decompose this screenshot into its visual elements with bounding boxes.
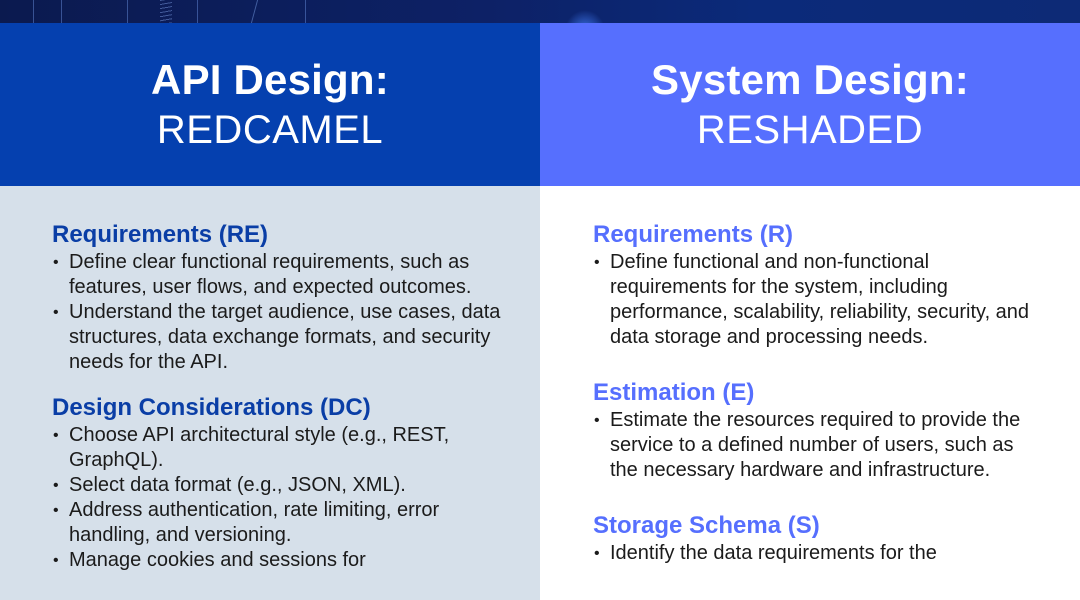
api-design-content: Requirements (RE) Define clear functiona… xyxy=(0,186,540,573)
bullet-list: Estimate the resources required to provi… xyxy=(593,408,1050,483)
system-design-content: Requirements (R) Define functional and n… xyxy=(540,186,1080,566)
bullet-item: Estimate the resources required to provi… xyxy=(593,408,1033,483)
banner-line xyxy=(127,0,128,23)
banner-stripe xyxy=(160,0,172,23)
bullet-item: Identify the data requirements for the xyxy=(593,541,1033,566)
api-design-column: API Design: REDCAMEL Requirements (RE) D… xyxy=(0,23,540,600)
bullet-list: Define functional and non-functional req… xyxy=(593,250,1050,350)
bullet-item: Understand the target audience, use case… xyxy=(52,300,504,375)
api-design-acronym: REDCAMEL xyxy=(156,107,384,152)
section-title: Requirements (R) xyxy=(593,221,794,248)
banner-line xyxy=(61,0,62,23)
system-design-acronym: RESHADED xyxy=(696,107,924,152)
bullet-list: Define clear functional requirements, su… xyxy=(52,250,510,375)
bullet-item: Address authentication, rate limiting, e… xyxy=(52,498,504,548)
bullet-item: Select data format (e.g., JSON, XML). xyxy=(52,473,504,498)
bullet-item: Manage cookies and sessions for xyxy=(52,548,504,573)
banner-line xyxy=(33,0,34,23)
bullet-list: Choose API architectural style (e.g., RE… xyxy=(52,423,510,573)
section-storage-schema-s: Storage Schema (S) Identify the data req… xyxy=(593,511,1050,566)
system-design-title: System Design: xyxy=(651,55,969,103)
banner-line xyxy=(197,0,198,23)
bullet-item: Define functional and non-functional req… xyxy=(593,250,1033,350)
section-title: Design Considerations (DC) xyxy=(52,394,371,421)
system-design-column: System Design: RESHADED Requirements (R)… xyxy=(540,23,1080,600)
api-design-title: API Design: xyxy=(151,55,389,103)
section-requirements-re: Requirements (RE) Define clear functiona… xyxy=(52,220,510,375)
bullet-item: Define clear functional requirements, su… xyxy=(52,250,504,300)
api-design-header: API Design: REDCAMEL xyxy=(0,23,540,186)
section-estimation-e: Estimation (E) Estimate the resources re… xyxy=(593,378,1050,483)
section-design-considerations-dc: Design Considerations (DC) Choose API ar… xyxy=(52,393,510,573)
bullet-list: Identify the data requirements for the xyxy=(593,541,1050,566)
banner-angle xyxy=(231,0,259,23)
section-title: Storage Schema (S) xyxy=(593,512,820,539)
banner-line xyxy=(305,0,306,23)
section-title: Requirements (RE) xyxy=(52,221,269,248)
section-title: Estimation (E) xyxy=(593,379,755,406)
section-requirements-r: Requirements (R) Define functional and n… xyxy=(593,220,1050,350)
decorative-banner xyxy=(0,0,1080,23)
system-design-header: System Design: RESHADED xyxy=(540,23,1080,186)
banner-glow xyxy=(565,10,605,23)
bullet-item: Choose API architectural style (e.g., RE… xyxy=(52,423,504,473)
